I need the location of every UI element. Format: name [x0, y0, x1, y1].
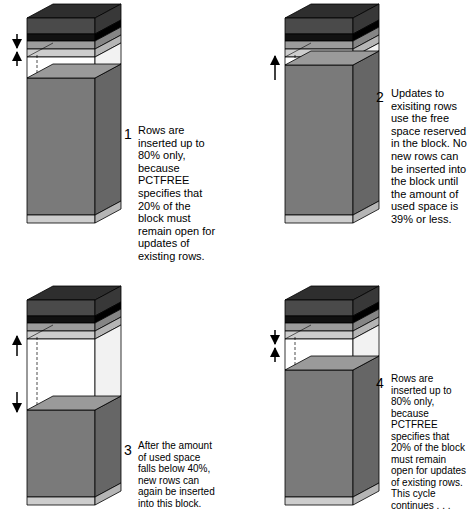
callout-number: 3: [124, 443, 138, 457]
block-header: [27, 316, 95, 323]
data-block: [275, 286, 379, 505]
used-space: [27, 78, 95, 215]
inner-edge: [285, 325, 311, 339]
block-header: [27, 300, 95, 316]
block-footer-side: [353, 201, 379, 223]
block-footer: [285, 497, 353, 505]
step-note: Updates to exisiting rows use the free s…: [391, 87, 470, 226]
block-footer-side: [95, 483, 121, 505]
inner-edge: [27, 325, 53, 339]
used-space: [285, 65, 353, 215]
step-note: Rows are inserted up to 80% only, becaus…: [138, 124, 218, 263]
used-space-top: [285, 356, 379, 370]
used-space-side: [353, 51, 379, 215]
block-footer: [285, 215, 353, 223]
used-space: [285, 370, 353, 497]
block-footer: [27, 215, 95, 223]
callout-number: 1: [124, 127, 138, 141]
direction-arrow: [16, 336, 18, 356]
block-header: [27, 34, 95, 41]
block-footer: [27, 497, 95, 505]
block-header: [285, 316, 353, 323]
callout-number: 4: [376, 376, 390, 390]
block-header: [285, 41, 353, 49]
step-note: Rows are inserted up to 80% only, becaus…: [391, 373, 470, 511]
block-header: [27, 323, 95, 331]
block-header: [285, 18, 353, 34]
dashed-edge: [37, 337, 38, 410]
direction-arrow: [16, 52, 18, 66]
data-block: [17, 286, 121, 505]
used-space: [27, 410, 95, 497]
direction-arrow: [274, 56, 276, 80]
used-space-top: [27, 396, 121, 410]
block-header: [27, 41, 95, 49]
callout-number: 2: [376, 90, 390, 104]
direction-arrow: [274, 348, 276, 362]
block-header: [285, 300, 353, 316]
data-block: [275, 4, 379, 223]
step-note: After the amount of used space falls bel…: [138, 440, 218, 509]
direction-arrow: [274, 330, 276, 344]
block-header: [285, 34, 353, 41]
used-space-side: [353, 356, 379, 497]
direction-arrow: [16, 34, 18, 48]
inner-edge: [27, 43, 53, 57]
data-block: [17, 4, 121, 223]
used-space-side: [95, 64, 121, 215]
used-space-top: [285, 51, 379, 65]
block-header: [27, 18, 95, 34]
direction-arrow: [16, 392, 18, 412]
block-header: [285, 323, 353, 331]
used-space-side: [95, 396, 121, 497]
block-footer-side: [353, 483, 379, 505]
block-footer-side: [95, 201, 121, 223]
used-space-top: [27, 64, 121, 78]
